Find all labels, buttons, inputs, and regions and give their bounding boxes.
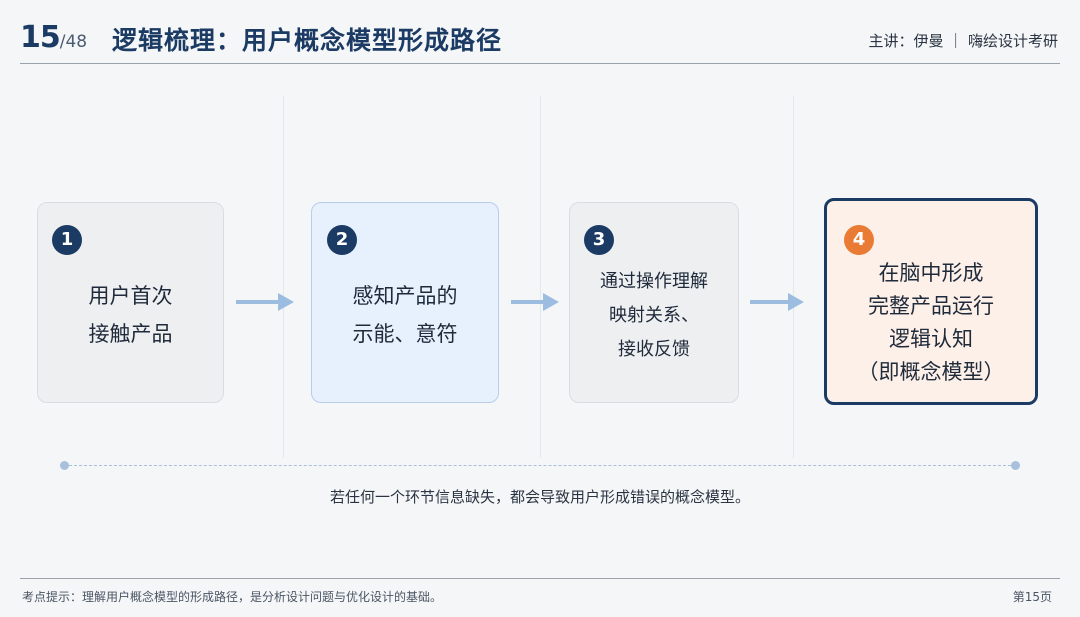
page-total: /48 [59, 32, 88, 52]
arrow-right-icon [750, 293, 804, 311]
step-text-line: 感知产品的 [352, 284, 458, 308]
step-text-line: 映射关系、 [609, 305, 699, 326]
footer-divider [20, 578, 1060, 579]
step-text: 通过操作理解 映射关系、 接收反馈 [570, 265, 738, 367]
column-divider [283, 96, 284, 458]
timeline-start-dot [60, 461, 69, 470]
step-text: 用户首次 接触产品 [38, 277, 223, 353]
step-text-line: 完整产品运行 [868, 294, 994, 318]
slide-header: 15/48 逻辑梳理：用户概念模型形成路径 主讲：伊曼 ｜ 嗨绘设计考研 [0, 0, 1080, 64]
summary-text: 若任何一个环节信息缺失，都会导致用户形成错误的概念模型。 [329, 488, 750, 506]
header-divider [20, 63, 1060, 64]
step-card-2: 2 感知产品的 示能、意符 [311, 202, 499, 403]
speaker-info: 主讲：伊曼 ｜ 嗨绘设计考研 [868, 32, 1058, 50]
column-divider [540, 96, 541, 458]
step-text-line: 用户首次 [88, 284, 173, 308]
exam-hint: 考点提示：理解用户概念模型的形成路径，是分析设计问题与优化设计的基础。 [22, 590, 443, 604]
step-number-badge: 3 [584, 225, 614, 255]
step-number-badge: 1 [52, 225, 82, 255]
arrow-right-icon [511, 293, 559, 311]
arrow-right-icon [236, 293, 294, 311]
step-number-badge: 2 [327, 225, 357, 255]
column-divider [793, 96, 794, 458]
step-text-line: 逻辑认知 [889, 327, 973, 351]
step-card-3: 3 通过操作理解 映射关系、 接收反馈 [569, 202, 739, 403]
step-text: 在脑中形成 完整产品运行 逻辑认知 （即概念模型） [827, 257, 1035, 389]
step-text-line: 接收反馈 [618, 339, 690, 360]
step-card-4-highlighted: 4 在脑中形成 完整产品运行 逻辑认知 （即概念模型） [824, 198, 1038, 405]
step-card-1: 1 用户首次 接触产品 [37, 202, 224, 403]
step-text-line: 接触产品 [88, 322, 173, 346]
page-indicator: 15/48 [20, 20, 87, 55]
page-current: 15 [20, 20, 61, 55]
step-text-line: 在脑中形成 [878, 261, 984, 285]
step-number-badge: 4 [844, 225, 874, 255]
step-text: 感知产品的 示能、意符 [312, 277, 498, 353]
step-text-line: 通过操作理解 [600, 271, 708, 292]
step-text-line: （即概念模型） [857, 360, 1005, 384]
slide-title: 逻辑梳理：用户概念模型形成路径 [112, 26, 503, 55]
step-text-line: 示能、意符 [352, 322, 458, 346]
page-label: 第15页 [1012, 590, 1052, 604]
timeline-dashed-line [64, 465, 1016, 466]
timeline-end-dot [1011, 461, 1020, 470]
